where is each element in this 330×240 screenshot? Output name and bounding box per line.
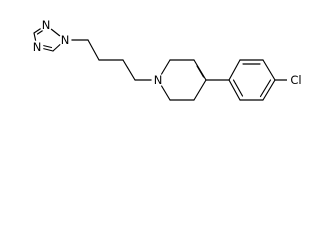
butyl-chain — [64, 39, 159, 81]
atom-chlorine: Cl — [287, 73, 303, 87]
atom-triazole-n1: N — [58, 33, 72, 47]
atom-ring-n: N — [151, 73, 165, 87]
atom-label-triazole-n2: N — [42, 18, 51, 32]
tetrahydropyridine-ring — [157, 59, 207, 101]
chlorophenyl-ring — [228, 59, 276, 101]
bond-chain3-chain4 — [122, 59, 136, 81]
atom-label-ring-n: N — [154, 73, 163, 87]
atom-label-triazole-n1: N — [61, 33, 70, 47]
bond-ring-c3-c4-inner — [196, 65, 205, 78]
bond-chain1-chain2 — [87, 39, 100, 61]
bond-ph-c3-c4 — [262, 59, 276, 81]
bond-ph-c6-c1-inner — [232, 79, 244, 97]
structure-canvas: N N N N Cl — [30, 18, 303, 101]
bond-ph-c6-c1 — [228, 79, 241, 101]
atom-label-chlorine: Cl — [290, 73, 301, 87]
bond-ph-c4-c5-inner — [259, 79, 272, 98]
bond-ph-c4-c5 — [262, 79, 276, 101]
structure-diagram: N N N N Cl — [30, 18, 303, 101]
atom-triazole-n2: N — [39, 18, 53, 32]
atom-triazole-n4: N — [30, 40, 44, 54]
bond-ring-c4-c5 — [193, 79, 207, 101]
bond-ph-c1-c2 — [228, 59, 241, 81]
atom-label-triazole-n4: N — [33, 40, 42, 54]
